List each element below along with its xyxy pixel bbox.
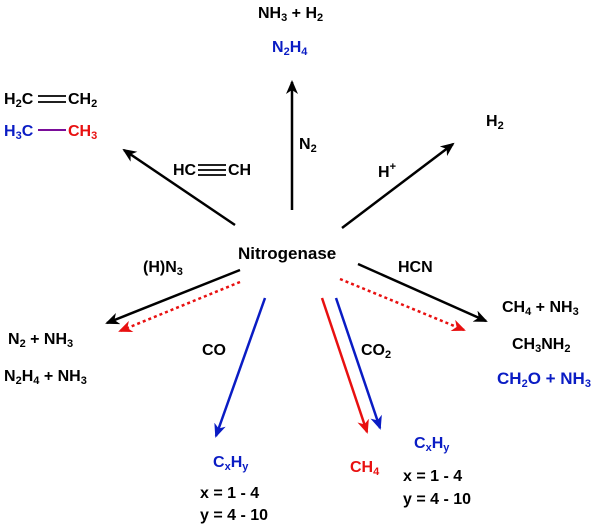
arrow-azide [105,268,241,325]
substrate-hcn: HCN [398,259,433,276]
product-ethane-ch3: CH3 [68,123,98,142]
product-ch4-nh3: CH4 + NH3 [502,299,579,318]
substrate-co2: CO2 [361,342,392,361]
product-ch3nh2: CH3NH2 [512,336,571,355]
arrow-co [214,297,267,438]
range-x-co: x = 1 - 4 [200,485,260,502]
product-nh3-h2: NH3 + H2 [258,5,324,24]
range-y-co2: y = 4 - 10 [403,491,472,508]
enzyme-label: Nitrogenase [238,244,337,263]
substrate-azide: (H)N3 [143,259,183,278]
arrow-hcn-dotted [339,277,466,332]
arrow-azide-dotted [118,280,241,333]
product-h2: H2 [486,113,504,132]
arrow-co2-ch4 [320,297,369,434]
triple-bond-icon [198,164,226,176]
product-n2-nh3: N2 + NH3 [8,331,74,350]
arrow-acetylene [122,148,236,227]
substrate-proton: H+ [378,161,396,181]
arrow-co2-cxhy [334,297,382,430]
product-n2h4-nh3: N2H4 + NH3 [4,368,87,387]
product-ethylene: H2C [4,91,34,110]
substrate-acetylene-hc: HC [173,162,197,179]
substrate-n2: N2 [299,136,317,155]
arrow-hcn [357,262,488,323]
range-x-co2: x = 1 - 4 [403,468,463,485]
arrow-proton [341,142,455,229]
range-y-co: y = 4 - 10 [200,507,269,524]
product-cxhy-co2: CxHy [414,435,450,454]
double-bond-icon [38,95,66,103]
product-ch2o-nh3: CH2O + NH3 [497,369,591,390]
product-cxhy-co: CxHy [213,454,249,473]
product-n2h4: N2H4 [272,39,308,58]
product-ch4: CH4 [350,459,380,478]
substrate-acetylene-ch: CH [228,162,252,179]
product-ethane: H3C [4,123,34,142]
product-ethylene-ch2: CH2 [68,91,98,110]
substrate-co: CO [202,342,226,359]
